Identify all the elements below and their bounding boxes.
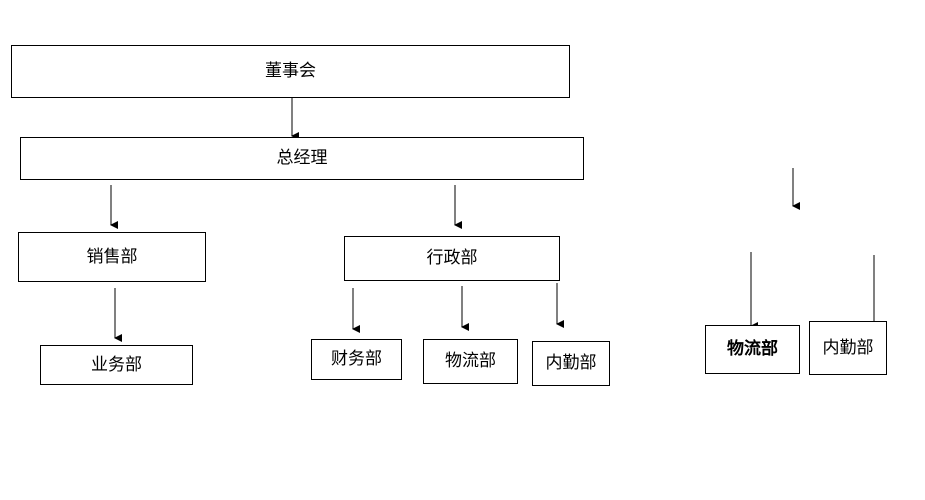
internal-affairs-dept-box: 内勤部 bbox=[532, 341, 610, 386]
sales-dept-label: 销售部 bbox=[86, 246, 138, 267]
finance-dept-label: 财务部 bbox=[331, 349, 382, 369]
board-box: 董事会 bbox=[11, 45, 570, 98]
general-manager-box: 总经理 bbox=[20, 137, 584, 180]
logistics-dept-box: 物流部 bbox=[423, 339, 518, 384]
side-internal-affairs-dept-box: 内勤部 bbox=[809, 321, 887, 375]
business-dept-label: 业务部 bbox=[91, 354, 142, 375]
finance-dept-box: 财务部 bbox=[311, 339, 402, 380]
sales-dept-box: 销售部 bbox=[18, 232, 206, 282]
admin-dept-box: 行政部 bbox=[344, 236, 560, 281]
board-label: 董事会 bbox=[265, 61, 316, 81]
side-logistics-dept-box: 物流部 bbox=[705, 325, 800, 374]
business-dept-box: 业务部 bbox=[40, 345, 193, 385]
side-internal-affairs-dept-label: 内勤部 bbox=[822, 337, 874, 358]
admin-dept-label: 行政部 bbox=[426, 248, 478, 268]
internal-affairs-dept-label: 内勤部 bbox=[545, 353, 597, 373]
side-logistics-dept-label: 物流部 bbox=[727, 339, 778, 359]
logistics-dept-label: 物流部 bbox=[445, 351, 496, 371]
general-manager-label: 总经理 bbox=[276, 148, 328, 168]
